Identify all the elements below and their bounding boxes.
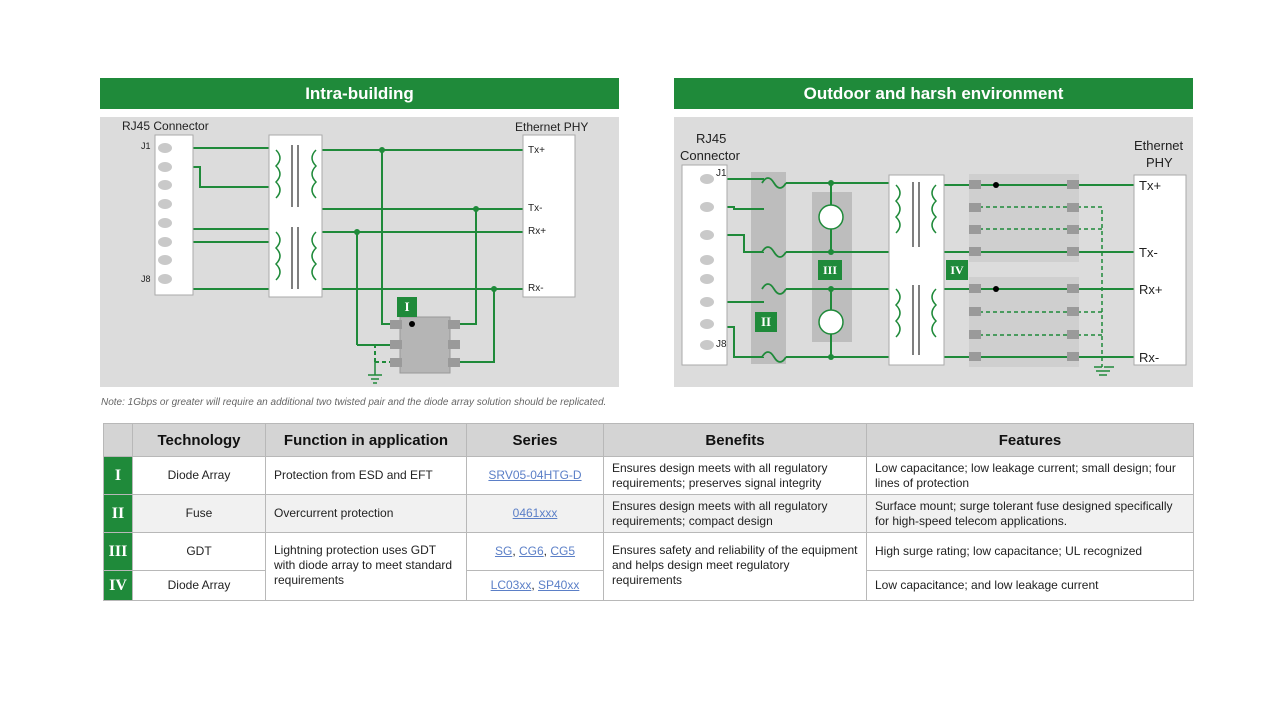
outdoor-header: Outdoor and harsh environment (674, 78, 1193, 109)
intra-building-schematic (154, 134, 576, 384)
series-link-sg[interactable]: SG (494, 544, 513, 558)
table-header-row: Technology Function in application Serie… (103, 423, 1194, 457)
phy-label-line1: Ethernet (1134, 138, 1184, 153)
ethernet-phy (522, 134, 576, 298)
signal-rx-minus: Rx- (528, 283, 544, 294)
benefits-cell: Ensures design meets with all regulatory… (603, 494, 867, 533)
features-cell: High surge rating; low capacitance; UL r… (866, 532, 1194, 571)
intra-building-header: Intra-building (100, 78, 619, 109)
function-cell: Protection from ESD and EFT (265, 456, 467, 495)
outdoor-schematic (681, 164, 1187, 376)
badge-iii: III (818, 260, 842, 280)
series-cell: SRV05-04HTG-D (466, 456, 604, 495)
features-cell: Low capacitance; and low leakage current (866, 570, 1194, 601)
rj45-connector (681, 164, 728, 366)
badge-iv: IV (946, 260, 968, 280)
technology-cell: Diode Array (132, 456, 266, 495)
function-cell: Overcurrent protection (265, 494, 467, 533)
phy-label: Ethernet PHY (515, 120, 589, 134)
technology-cell: GDT (132, 532, 266, 571)
intra-building-diagram: RJ45 Connector Ethernet PHY J1 J8 Tx+ Tx… (100, 117, 619, 387)
series-sep: , (543, 544, 551, 558)
series-link-sp40xx[interactable]: SP40xx (538, 578, 580, 592)
pin-j8-label: J8 (716, 339, 727, 350)
phy-label-line2: PHY (1146, 155, 1173, 170)
series-cell: SG, CG6, CG5 (466, 532, 604, 571)
footnote: Note: 1Gbps or greater will require an a… (101, 397, 607, 408)
benefits-cell: Ensures design meets with all regulatory… (603, 456, 867, 495)
signal-tx-plus: Tx+ (1139, 178, 1162, 193)
series-link[interactable]: 0461xxx (512, 506, 558, 520)
header-features: Features (866, 423, 1194, 457)
function-cell: Lightning protection uses GDT with diode… (265, 532, 467, 601)
connector-label: RJ45 Connector (122, 119, 209, 133)
pin-j1-label: J1 (716, 168, 727, 179)
ethernet-phy (1133, 174, 1187, 366)
pin-j1-label: J1 (141, 141, 151, 151)
signal-rx-plus: Rx+ (528, 226, 547, 237)
header-series: Series (466, 423, 604, 457)
header-function: Function in application (265, 423, 467, 457)
protection-table: Technology Function in application Serie… (103, 423, 1194, 601)
connector-label-line1: RJ45 (696, 131, 727, 146)
row-id: IV (103, 570, 133, 601)
table-row: IV Diode Array LC03xx, SP40xx Low capaci… (103, 570, 1194, 601)
series-sep: , (512, 544, 519, 558)
badge-ii: II (755, 312, 777, 332)
series-link-cg6[interactable]: CG6 (518, 544, 544, 558)
technology-cell: Diode Array (132, 570, 266, 601)
series-link-lc03xx[interactable]: LC03xx (490, 578, 532, 592)
signal-tx-minus: Tx- (528, 203, 543, 214)
diode-array-region-bottom (969, 277, 1079, 367)
row-id: II (103, 494, 133, 533)
table-row: I Diode Array Protection from ESD and EF… (103, 456, 1194, 495)
series-link-cg5[interactable]: CG5 (550, 544, 576, 558)
table-row: III GDT Lightning protection uses GDT wi… (103, 532, 1194, 601)
transformer (268, 134, 323, 298)
signal-rx-minus: Rx- (1139, 350, 1160, 365)
row-id: I (103, 456, 133, 495)
benefits-cell: Ensures safety and reliability of the eq… (603, 532, 867, 601)
signal-tx-minus: Tx- (1139, 245, 1158, 260)
technology-cell: Fuse (132, 494, 266, 533)
connector-label-line2: Connector (680, 148, 740, 163)
header-benefits: Benefits (603, 423, 867, 457)
features-cell: Surface mount; surge tolerant fuse desig… (866, 494, 1194, 533)
pin-j8-label: J8 (141, 274, 151, 284)
series-link[interactable]: SRV05-04HTG-D (488, 468, 582, 482)
diode-array-region-top (969, 174, 1079, 262)
signal-tx-plus: Tx+ (528, 145, 545, 156)
row-id: III (103, 532, 133, 571)
header-technology: Technology (132, 423, 266, 457)
series-sep: , (531, 578, 538, 592)
table-row: II Fuse Overcurrent protection 0461xxx E… (103, 494, 1194, 533)
fuse-region (751, 172, 786, 364)
header-id (103, 423, 133, 457)
diode-array-chip (399, 316, 451, 374)
signal-rx-plus: Rx+ (1139, 282, 1163, 297)
outdoor-diagram: RJ45 Connector Ethernet PHY J1 J8 Tx+ Tx… (674, 117, 1193, 387)
series-cell: LC03xx, SP40xx (466, 570, 604, 601)
features-cell: Low capacitance; low leakage current; sm… (866, 456, 1194, 495)
rj45-connector (154, 134, 194, 296)
series-cell: 0461xxx (466, 494, 604, 533)
badge-i: I (397, 297, 417, 317)
